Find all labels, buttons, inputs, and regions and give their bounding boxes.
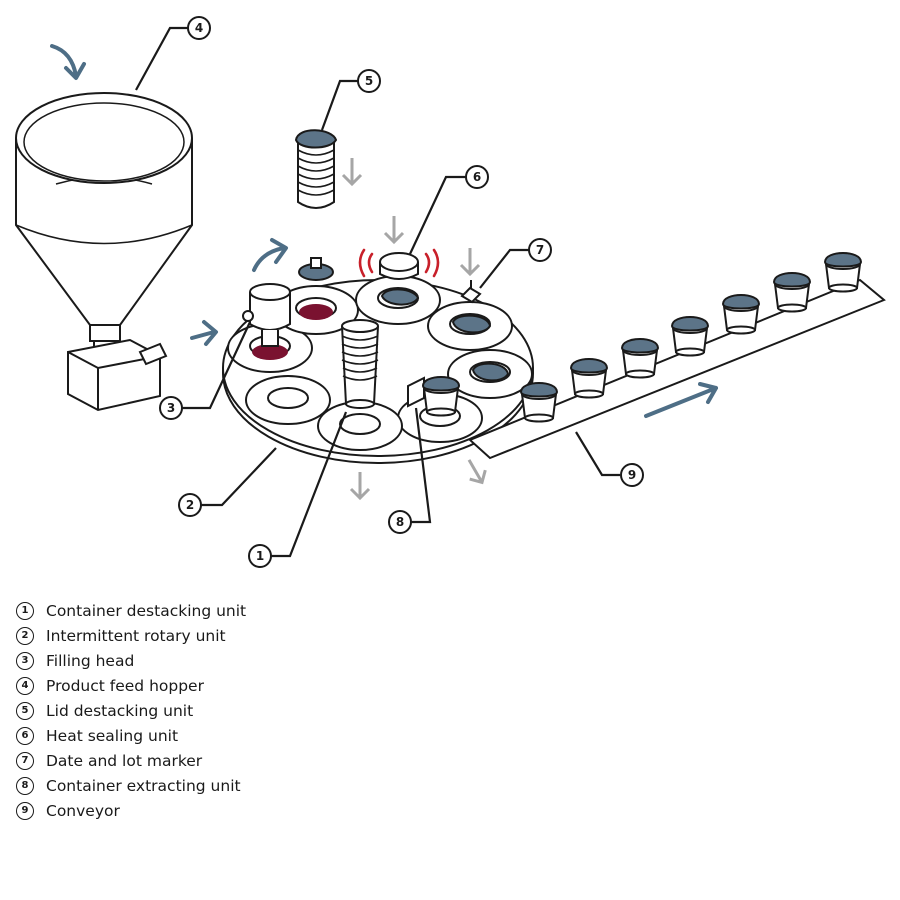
- legend-number: 6: [16, 726, 34, 745]
- svg-text:9: 9: [628, 468, 636, 482]
- svg-text:5: 5: [365, 74, 373, 88]
- legend-label: Lid destacking unit: [46, 701, 194, 720]
- filling-head: [242, 283, 291, 347]
- svg-text:4: 4: [195, 21, 203, 35]
- legend-number: 9: [16, 801, 34, 820]
- rotary-filling-machine-diagram: [15, 26, 886, 558]
- heat-waves: [358, 248, 440, 278]
- legend-item: 3 Filling head: [16, 648, 246, 673]
- legend-label: Filling head: [46, 651, 135, 670]
- legend-number: 2: [16, 626, 34, 645]
- legend-label: Container extracting unit: [46, 776, 241, 795]
- legend-item: 8 Container extracting unit: [16, 773, 246, 798]
- station-lidded: [427, 301, 513, 351]
- callout-overlay: 1 2 3 4 5 6 7 8 9: [159, 16, 644, 568]
- callout-1: 1: [248, 544, 272, 568]
- legend-number: 4: [16, 676, 34, 695]
- product-feed-hopper: [15, 92, 193, 412]
- callout-4: 4: [187, 16, 211, 40]
- legend-label: Heat sealing unit: [46, 726, 179, 745]
- legend-number: 1: [16, 601, 34, 620]
- svg-text:8: 8: [396, 515, 404, 529]
- legend-label: Product feed hopper: [46, 676, 204, 695]
- svg-text:1: 1: [256, 549, 264, 563]
- legend-item: 6 Heat sealing unit: [16, 723, 246, 748]
- callout-9: 9: [620, 463, 644, 487]
- legend-item: 9 Conveyor: [16, 798, 246, 823]
- callout-6: 6: [465, 165, 489, 189]
- container-stack: [341, 319, 379, 409]
- legend-number: 7: [16, 751, 34, 770]
- heat-sealing-head: [379, 252, 419, 280]
- legend-number: 8: [16, 776, 34, 795]
- svg-text:2: 2: [186, 498, 194, 512]
- container-extractor: [407, 377, 459, 416]
- callout-8: 8: [388, 510, 412, 534]
- legend-item: 4 Product feed hopper: [16, 673, 246, 698]
- date-lot-marker: [460, 280, 482, 304]
- legend-item: 2 Intermittent rotary unit: [16, 623, 246, 648]
- legend-number: 5: [16, 701, 34, 720]
- legend: 1 Container destacking unit 2 Intermittent…: [16, 598, 246, 823]
- leader-lines: [135, 26, 620, 558]
- svg-text:6: 6: [473, 170, 481, 184]
- feed-in-arrow: [50, 44, 86, 80]
- station-sealing: [355, 275, 441, 325]
- svg-text:7: 7: [536, 243, 544, 257]
- callout-3: 3: [159, 396, 183, 420]
- lid-on-table: [298, 257, 334, 281]
- lid-stack: [294, 129, 338, 209]
- legend-item: 1 Container destacking unit: [16, 598, 246, 623]
- station-marking: [447, 349, 533, 399]
- legend-item: 5 Lid destacking unit: [16, 698, 246, 723]
- callout-7: 7: [528, 238, 552, 262]
- station-filling: [227, 323, 313, 373]
- rotation-arrow: [252, 238, 288, 272]
- legend-label: Date and lot marker: [46, 751, 203, 770]
- legend-item: 7 Date and lot marker: [16, 748, 246, 773]
- station-filled: [273, 285, 359, 335]
- legend-label: Intermittent rotary unit: [46, 626, 226, 645]
- legend-label: Conveyor: [46, 801, 120, 820]
- conveyor-direction-arrow: [644, 382, 718, 418]
- flow-arrow-to-table: [190, 320, 218, 346]
- svg-text:3: 3: [167, 401, 175, 415]
- legend-label: Container destacking unit: [46, 601, 247, 620]
- legend-number: 3: [16, 651, 34, 670]
- callout-2: 2: [178, 493, 202, 517]
- callout-5: 5: [357, 69, 381, 93]
